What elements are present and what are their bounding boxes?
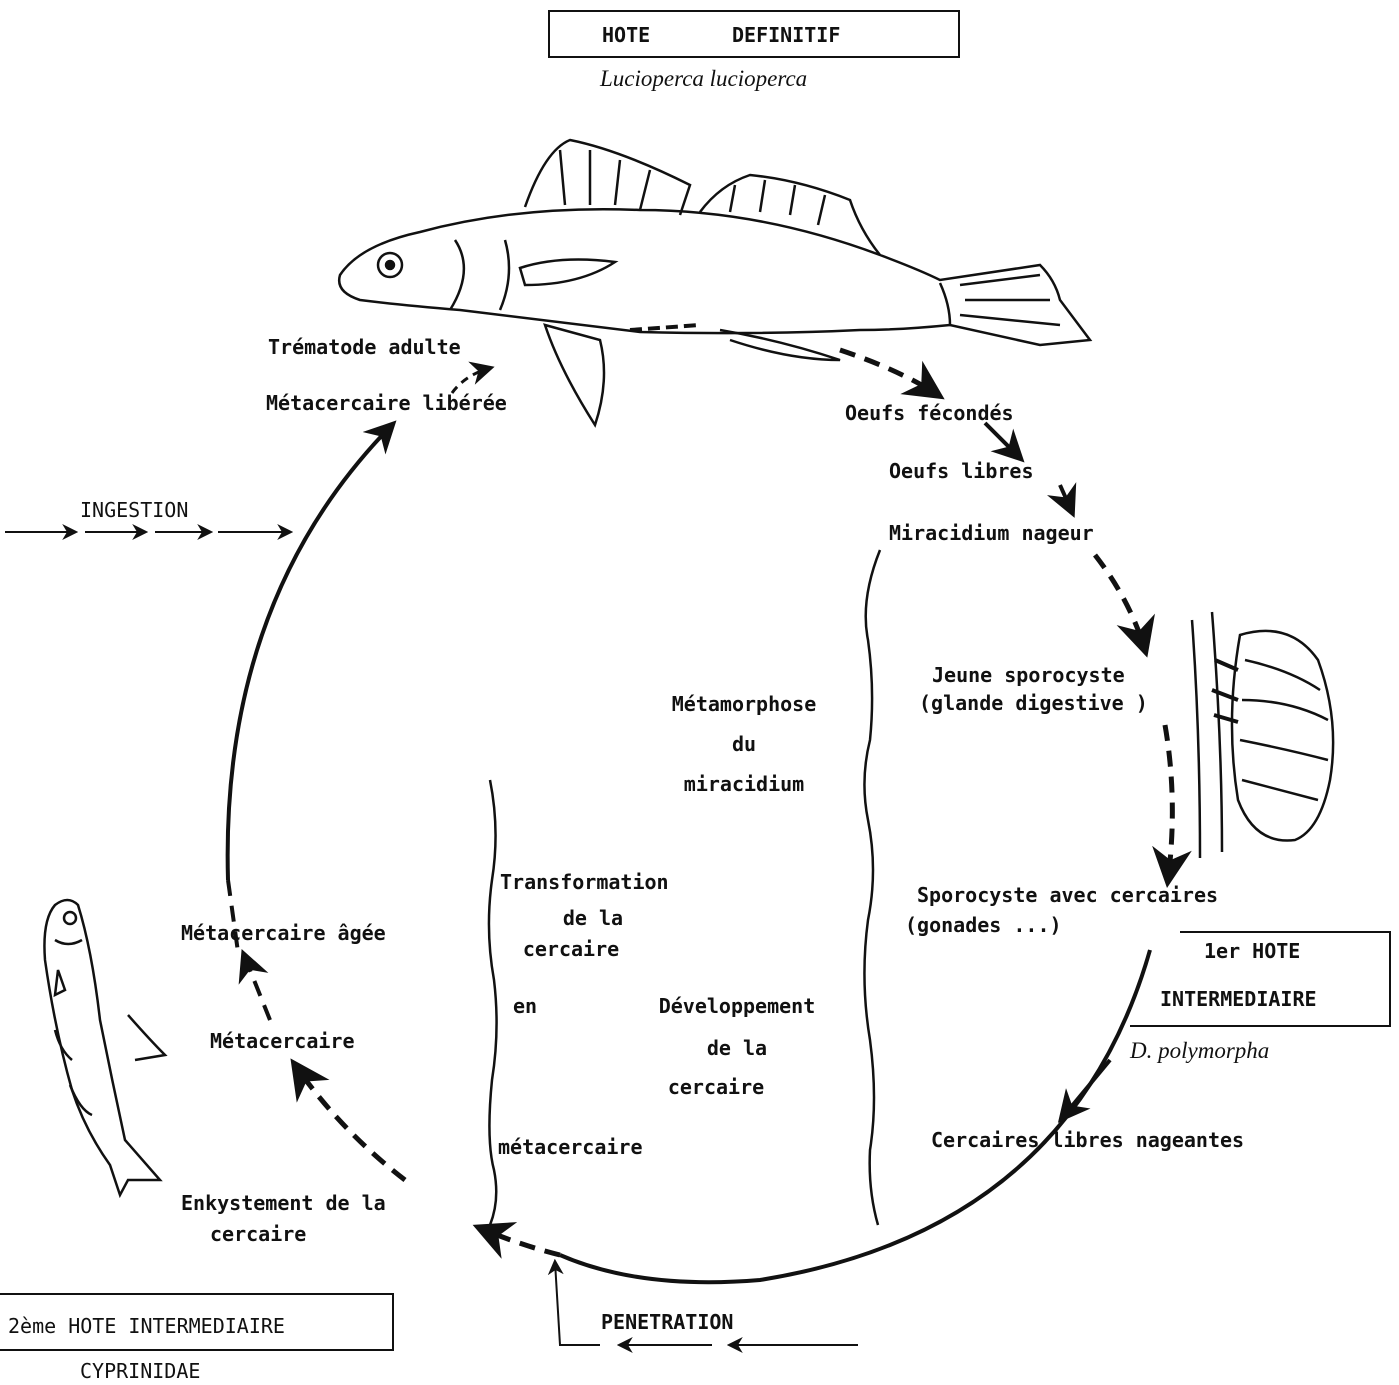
arc-to-cercaires-arrow: [1062, 1060, 1110, 1118]
second-host-title: 2ème HOTE INTERMEDIAIRE: [8, 1315, 285, 1338]
development-line-3: cercaire: [668, 1076, 764, 1099]
arc-left-solid: [228, 425, 392, 880]
stage-sporocyst-2: (gonades ...): [905, 914, 1062, 937]
arc-sporocyst-dashed: [1165, 725, 1172, 880]
zebra-mussel-icon: [1192, 612, 1333, 858]
first-host-species: D. polymorpha: [1130, 1038, 1269, 1064]
arc-eggs-dashed: [840, 350, 938, 395]
stage-free-cercariae: Cercaires libres nageantes: [931, 1129, 1244, 1152]
stage-encystment-2: cercaire: [210, 1223, 306, 1246]
stage-free-eggs: Oeufs libres: [889, 460, 1034, 483]
process-ingestion: INGESTION: [80, 499, 188, 522]
stage-young-sporocyst-1: Jeune sporocyste: [932, 664, 1125, 687]
brace-transformation: [489, 780, 497, 1225]
brace-metamorphosis: [864, 550, 880, 1225]
stage-swimming-miracidium: Miracidium nageur: [889, 522, 1094, 545]
stage-sporocyst-1: Sporocyste avec cercaires: [917, 884, 1218, 907]
arc-metacercaire-dashed: [244, 955, 270, 1020]
stage-fertilized-eggs: Oeufs fécondés: [845, 402, 1014, 425]
stage-old-metacercaria: Métacercaire âgée: [181, 922, 386, 945]
stage-encystment-1: Enkystement de la: [181, 1192, 386, 1215]
stage-adult: Trématode adulte: [268, 336, 461, 359]
definitive-host-title-2: DEFINITIF: [732, 24, 840, 47]
liberation-arrow: [452, 368, 490, 393]
arc-bottom-dashed: [480, 1228, 560, 1255]
development-line-2: de la: [707, 1037, 767, 1060]
first-host-title-1: 1er HOTE: [1204, 940, 1300, 963]
cyprinid-fish-icon: [44, 900, 165, 1195]
transformation-line-2: de la: [563, 907, 623, 930]
transformation-line-4: en: [513, 995, 537, 1018]
pikeperch-fish-icon: [339, 140, 1090, 425]
metamorphosis-line-1: Métamorphose: [672, 693, 817, 716]
definitive-host-title-1: HOTE: [602, 24, 650, 47]
stage-freed-metacercaria: Métacercaire libérée: [266, 392, 507, 415]
arc-miracidium: [1060, 485, 1072, 512]
arc-enkystement-dashed: [295, 1065, 405, 1180]
arc-to-sporocyst-dashed: [1095, 555, 1145, 650]
second-host-family: CYPRINIDAE: [80, 1360, 200, 1383]
arc-eggs-free: [985, 423, 1020, 458]
transformation-line-5: métacercaire: [498, 1136, 643, 1159]
transformation-line-1: Transformation: [500, 871, 669, 894]
transformation-line-3: cercaire: [523, 938, 619, 961]
process-penetration: PENETRATION: [601, 1311, 733, 1334]
stage-young-sporocyst-2: (glande digestive ): [919, 692, 1148, 715]
metamorphosis-line-3: miracidium: [684, 773, 804, 796]
stage-metacercaria: Métacercaire: [210, 1030, 355, 1053]
development-line-1: Développement: [659, 995, 816, 1018]
first-host-title-2: INTERMEDIAIRE: [1160, 988, 1317, 1011]
metamorphosis-line-2: du: [732, 733, 756, 756]
definitive-host-species: Lucioperca lucioperca: [600, 66, 807, 92]
